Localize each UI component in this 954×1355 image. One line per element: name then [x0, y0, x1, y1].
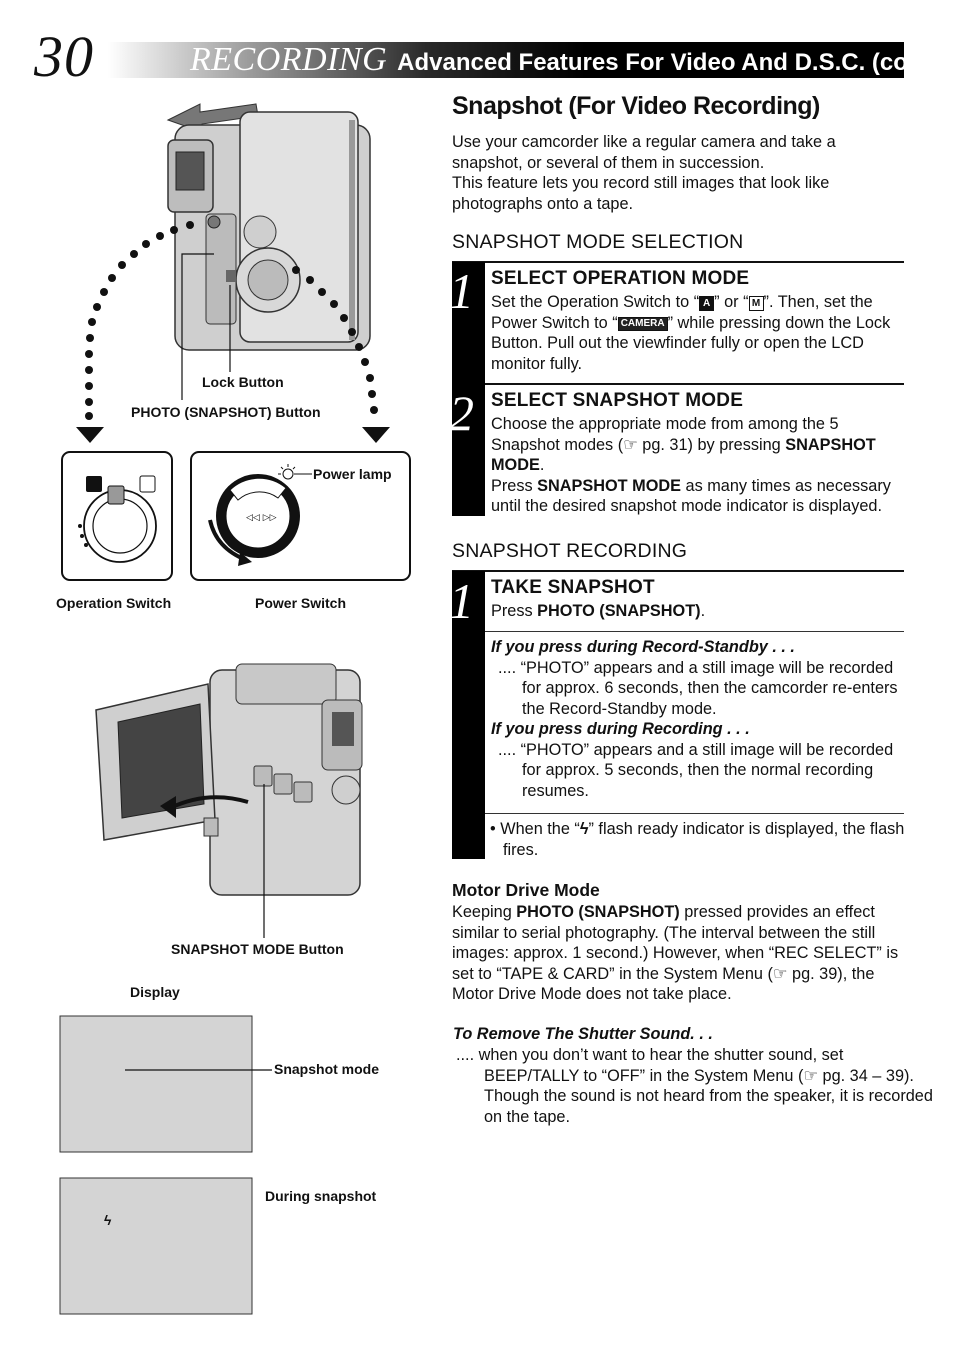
illustrations: ◁◁ ▷▷	[59, 103, 411, 1315]
camcorder-top-illustration	[167, 111, 371, 351]
camera-mode-icon: CAMERA	[617, 316, 668, 331]
recording-heading-italic: If you press during Recording . . .	[491, 720, 750, 738]
operation-manual-icon: M	[748, 296, 764, 311]
power-switch-illustration: ◁◁ ▷▷	[190, 451, 411, 581]
motor-drive-title: Motor Drive Mode	[452, 880, 600, 900]
step-text-select-snapshot: Choose the appropriate mode from among t…	[491, 415, 891, 515]
divider	[452, 261, 904, 263]
standby-heading: If you press during Record-Standby . . .	[491, 638, 795, 656]
step-text-select-operation: Set the Operation Switch to “A” or “M”. …	[491, 293, 891, 373]
divider	[452, 570, 904, 572]
divider	[485, 813, 904, 814]
header-bar	[108, 42, 904, 78]
label-display: Display	[130, 984, 180, 1000]
step-title-take-snapshot: TAKE SNAPSHOT	[491, 577, 655, 598]
mode-selection-heading: SNAPSHOT MODE SELECTION	[452, 231, 744, 253]
recording-heading: SNAPSHOT RECORDING	[452, 540, 688, 562]
step-number: 1	[449, 573, 474, 629]
camcorder-lcd-illustration	[95, 663, 363, 896]
label-during-snapshot: During snapshot	[265, 1188, 377, 1204]
header-title-main: RECORDING	[190, 41, 388, 78]
step-title-select-operation: SELECT OPERATION MODE	[491, 268, 750, 289]
step-number: 2	[449, 385, 474, 441]
recording-text: .... “PHOTO” appears and a still image w…	[498, 740, 894, 800]
label-power-lamp: Power lamp	[313, 466, 392, 482]
flash-note: • When the “ϟ” flash ready indicator is …	[490, 820, 905, 859]
motor-drive-text: Keeping PHOTO (SNAPSHOT) pressed provide…	[452, 903, 899, 1003]
label-power-switch: Power Switch	[255, 595, 347, 611]
display-box-during-snapshot	[59, 1177, 253, 1315]
step-bar	[452, 262, 485, 516]
divider	[485, 631, 904, 632]
header-title: RECORDING Advanced Features For Video And…	[190, 40, 945, 80]
label-photo-button: PHOTO (SNAPSHOT) Button	[131, 404, 321, 420]
standby-text: .... “PHOTO” appears and a still image w…	[498, 658, 898, 718]
page-number: 30	[34, 24, 94, 89]
step-number: 1	[449, 263, 474, 319]
flash-icon: ϟ	[104, 1212, 112, 1228]
step-bar	[452, 571, 485, 859]
section-intro: Use your camcorder like a regular camera…	[452, 132, 892, 214]
header-title-sub: Advanced Features For Video And D.S.C. (…	[397, 49, 946, 76]
lamp-icon	[278, 464, 312, 480]
divider	[485, 383, 904, 385]
flash-icon: ϟ	[579, 820, 589, 838]
label-snapshot-mode: Snapshot mode	[274, 1061, 380, 1077]
intro-paragraph-1: Use your camcorder like a regular camera…	[452, 133, 836, 172]
shutter-title: To Remove The Shutter Sound. . .	[453, 1025, 713, 1043]
label-snapshot-mode-button: SNAPSHOT MODE Button	[171, 941, 344, 957]
dotted-arcs	[76, 221, 390, 443]
standby-block: If you press during Record-Standby . . .…	[491, 637, 903, 801]
step-text-take-snapshot: Press PHOTO (SNAPSHOT).	[491, 602, 706, 620]
label-lock-button: Lock Button	[202, 374, 284, 390]
operation-auto-icon: A	[699, 296, 715, 311]
svg-text:◁◁ ▷▷: ◁◁ ▷▷	[246, 513, 277, 523]
intro-paragraph-2: This feature lets you record still image…	[452, 174, 830, 213]
section-title: Snapshot (For Video Recording)	[452, 92, 820, 120]
display-box-snapshot-mode	[59, 1015, 253, 1153]
step-title-select-snapshot: SELECT SNAPSHOT MODE	[491, 390, 744, 411]
shutter-text: .... when you don’t want to hear the shu…	[456, 1046, 933, 1126]
label-operation-switch: Operation Switch	[56, 595, 172, 611]
operation-switch-illustration	[61, 451, 173, 581]
